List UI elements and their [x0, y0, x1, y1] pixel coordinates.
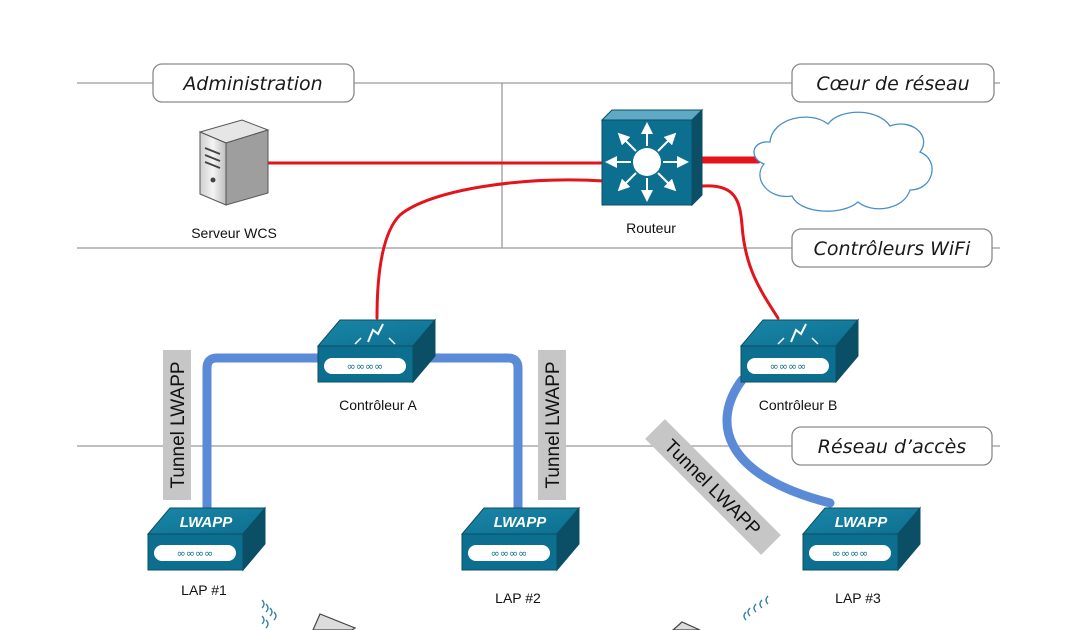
router-label: Routeur — [626, 220, 676, 236]
zone-label-coeur: Cœur de réseau — [791, 63, 995, 103]
link-router-controller-b — [701, 184, 780, 320]
tunnel-path-lap3 — [722, 375, 835, 508]
zone-acces-text: Réseau d’accès — [818, 436, 967, 458]
link-router-controller-a — [375, 178, 606, 320]
lap1-label: LAP #1 — [181, 582, 227, 598]
lap3-badge: LWAPP — [835, 514, 889, 531]
controller-b-label: Contrôleur B — [759, 397, 838, 413]
tunnel-path-lap2 — [425, 353, 523, 520]
tunnel-label-1: Tunnel LWAPP — [163, 350, 191, 500]
tunnel-label-2: Tunnel LWAPP — [538, 350, 566, 500]
zone-label-controleurs: Contrôleurs WiFi — [791, 228, 993, 268]
tunnel-label-3-text: Tunnel LWAPP — [660, 436, 765, 541]
svg-text:∞∞∞∞: ∞∞∞∞ — [770, 360, 807, 373]
tunnel-label-3: Tunnel LWAPP — [645, 419, 781, 555]
controller-b-icon: ∞∞∞∞ — [739, 318, 860, 384]
router-icon — [600, 108, 704, 207]
lap2-icon: LWAPP ∞∞∞∞ — [460, 506, 581, 572]
laptop-icon — [672, 621, 701, 630]
server-icon — [198, 119, 270, 206]
svg-text:∞∞∞∞: ∞∞∞∞ — [347, 360, 384, 373]
svg-text:∞∞∞∞: ∞∞∞∞ — [177, 547, 214, 560]
wired-links — [264, 156, 780, 320]
wifi-waves-icon — [261, 599, 277, 629]
lap2-label: LAP #2 — [495, 590, 541, 606]
controller-a-icon: ∞∞∞∞ — [316, 318, 437, 384]
lap2-badge: LWAPP — [494, 514, 548, 531]
tunnel-label-1-text: Tunnel LWAPP — [168, 361, 189, 488]
server-label: Serveur WCS — [191, 225, 277, 241]
lap1-icon: LWAPP ∞∞∞∞ — [146, 506, 267, 572]
laptop-icon — [312, 613, 357, 630]
zone-label-acces: Réseau d’accès — [791, 426, 993, 466]
svg-text:∞∞∞∞: ∞∞∞∞ — [491, 547, 528, 560]
zone-administration-text: Administration — [181, 73, 322, 95]
tunnel-label-2-text: Tunnel LWAPP — [543, 361, 564, 488]
zone-label-administration: Administration — [152, 63, 355, 103]
zone-coeur-text: Cœur de réseau — [816, 73, 969, 95]
svg-text:∞∞∞∞: ∞∞∞∞ — [832, 547, 869, 560]
tunnel-path-lap1 — [202, 353, 330, 520]
lap1-badge: LWAPP — [180, 514, 234, 531]
controller-a-label: Contrôleur A — [339, 397, 417, 413]
zone-controleurs-text: Contrôleurs WiFi — [814, 238, 972, 260]
lap3-icon: LWAPP ∞∞∞∞ — [801, 506, 922, 572]
cloud-icon — [753, 111, 933, 212]
wifi-waves-icon — [743, 595, 769, 621]
lap3-label: LAP #3 — [835, 590, 881, 606]
tunnels — [202, 353, 835, 520]
